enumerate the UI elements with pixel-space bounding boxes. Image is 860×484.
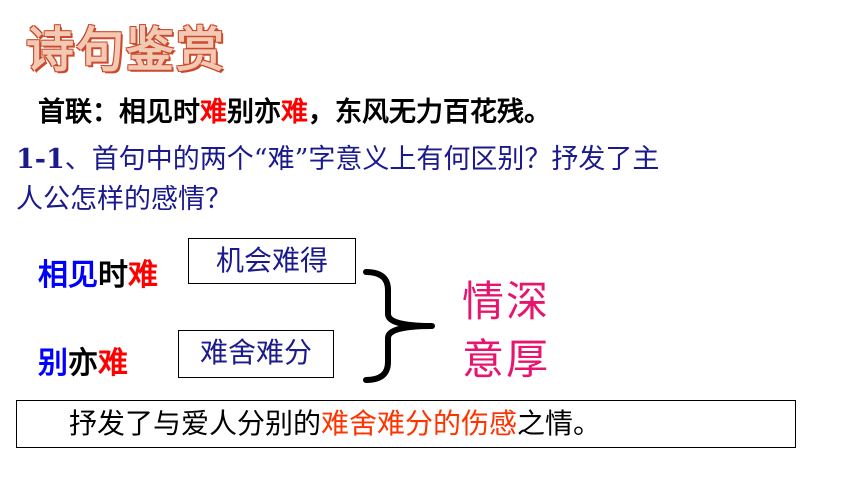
summary-box: 抒发了与爱人分别的难舍难分的伤感之情。 <box>16 400 796 448</box>
emotion-line-1: 情深 <box>462 277 551 326</box>
couplet-part-1: 相见时 <box>119 97 200 128</box>
question-line-1: 1-1、首句中的两个“难”字意义上有何区别？抒发了主 <box>16 140 860 180</box>
term2-part-c: 难 <box>98 346 128 381</box>
meaning-box-1: 机会难得 <box>188 238 356 284</box>
term2-part-a: 别 <box>38 346 68 381</box>
term-biyinan: 别亦难 <box>38 338 128 382</box>
question-number: 1-1 <box>16 144 65 175</box>
couplet-label: 首联： <box>38 97 119 128</box>
term1-part-a: 相见 <box>38 258 98 293</box>
term1-part-b: 时 <box>98 258 128 293</box>
term2-part-b: 亦 <box>68 346 98 381</box>
couplet-highlight-1: 难 <box>200 97 227 128</box>
question-line-2: 人公怎样的感情？ <box>16 184 232 215</box>
right-brace-icon <box>363 269 435 383</box>
meaning-box-2: 难舍难分 <box>178 330 334 378</box>
couplet-line: 首联：相见时难别亦难，东风无力百花残。 <box>38 90 551 129</box>
question-text: 1-1、首句中的两个“难”字意义上有何区别？抒发了主 人公怎样的感情？ <box>16 140 860 220</box>
summary-pre: 抒发了与爱人分别的 <box>69 407 322 440</box>
couplet-highlight-2: 难 <box>281 97 308 128</box>
emotion-line-2: 意厚 <box>462 335 551 384</box>
couplet-part-3: 别亦 <box>227 97 281 128</box>
term-xiangjianshinan: 相见时难 <box>38 250 158 294</box>
couplet-part-5: ，东风无力百花残。 <box>308 97 551 128</box>
summary-highlight: 难舍难分的伤感 <box>321 407 518 440</box>
page-title: 诗句鉴赏 <box>26 22 227 78</box>
summary-text: 抒发了与爱人分别的难舍难分的伤感之情。 <box>17 401 795 447</box>
summary-post: 之情。 <box>517 407 602 440</box>
term1-part-c: 难 <box>128 258 158 293</box>
question-line-1-text: 、首句中的两个“难”字意义上有何区别？抒发了主 <box>64 144 660 175</box>
